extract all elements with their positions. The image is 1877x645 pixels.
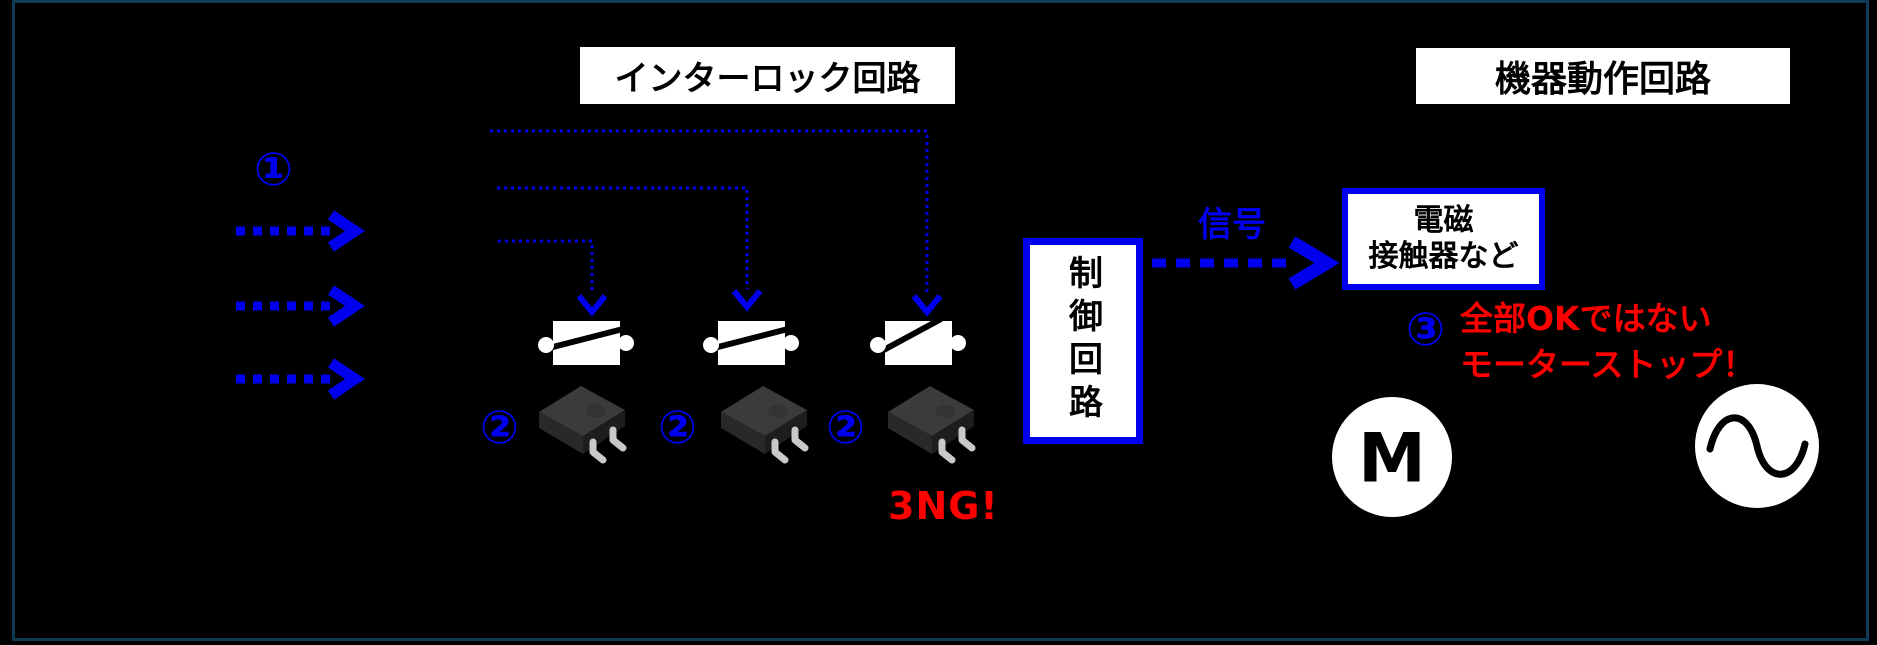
warning-text: 全部OKではない モーターストップ！ <box>1460 296 1755 388</box>
interlock-switch-3-open <box>870 316 966 365</box>
warning-line2: モーターストップ！ <box>1460 345 1756 384</box>
photo-relay-1 <box>539 386 625 460</box>
ng-annotation: 3NG! <box>888 484 999 528</box>
interlock-wire-top <box>490 129 943 317</box>
photo-relay-2 <box>721 386 807 460</box>
motor-label: M <box>1358 420 1426 499</box>
interlock-switch-2 <box>703 321 799 365</box>
interlock-wire-middle <box>497 186 763 312</box>
contactor-box: 電磁 接触器など <box>1342 188 1545 290</box>
input-arrow-3 <box>236 358 365 400</box>
input-arrows <box>236 210 365 400</box>
photo-relay-3 <box>888 386 974 460</box>
input-arrow-2 <box>236 285 365 327</box>
motor-symbol: M <box>1332 397 1452 517</box>
signal-arrow <box>1152 236 1340 290</box>
slide-frame <box>12 0 1869 641</box>
step-2-marker-2: ② <box>658 400 697 454</box>
contactor-label-line1: 電磁 <box>1413 203 1474 238</box>
step-2-marker-1: ② <box>480 400 519 454</box>
step-3-marker: ③ <box>1406 302 1445 356</box>
contactor-label-line2: 接触器など <box>1368 239 1519 274</box>
interlock-switch-1 <box>538 321 634 365</box>
control-circuit-label: 制御回路 <box>1062 255 1103 427</box>
ac-source-symbol <box>1695 384 1819 508</box>
step-2-marker-3: ② <box>826 400 865 454</box>
warning-line1: 全部OKではない <box>1460 299 1712 338</box>
input-arrow-1 <box>236 210 365 252</box>
step-1-marker: ① <box>254 142 293 196</box>
interlock-wires <box>490 129 943 317</box>
control-circuit-box: 制御回路 <box>1023 238 1143 444</box>
sine-wave-icon <box>1706 414 1809 478</box>
interlock-wire-bottom <box>498 239 608 317</box>
signal-label: 信号 <box>1198 205 1266 245</box>
interlock-section-title: インターロック回路 <box>580 47 955 104</box>
equipment-section-title: 機器動作回路 <box>1416 48 1790 104</box>
